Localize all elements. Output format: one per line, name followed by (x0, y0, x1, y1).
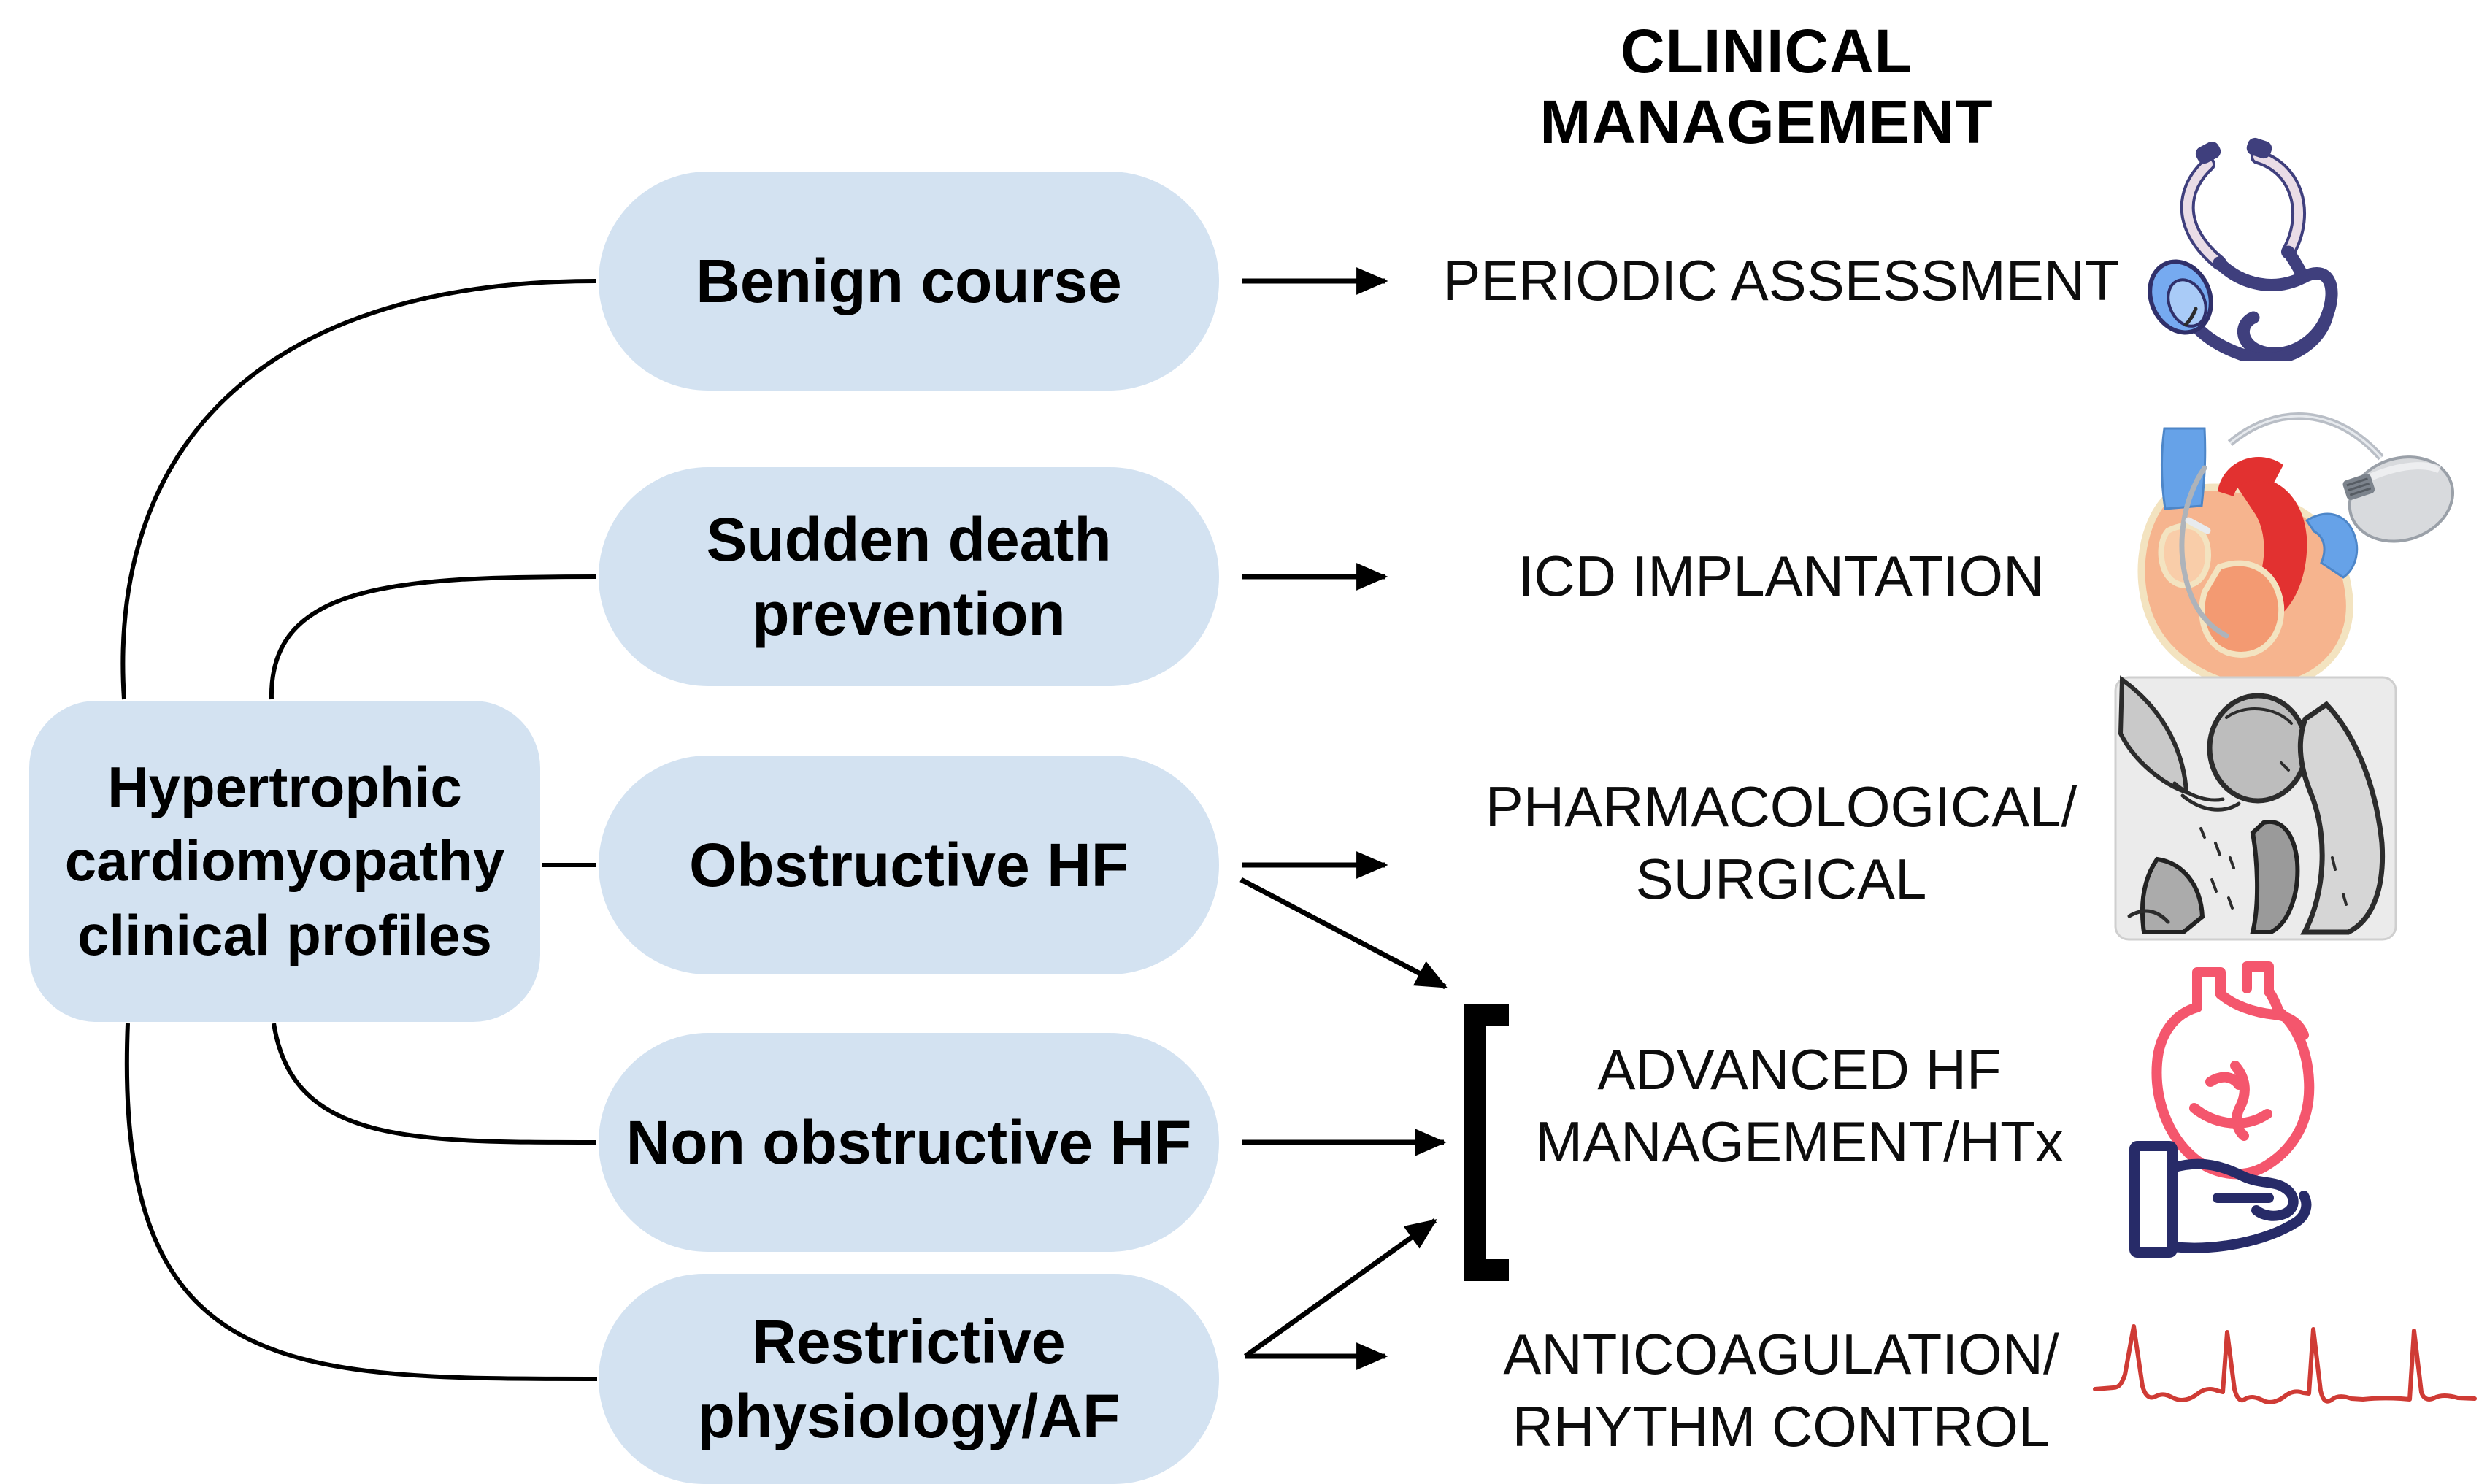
bracket-cap-bottom (1464, 1259, 1509, 1281)
curve-root-to-benign (120, 279, 596, 700)
clinical-management-title: CLINICAL MANAGEMENT (1540, 17, 1994, 156)
profile-label: Obstructive HF (688, 830, 1129, 899)
management-label: RHYTHM CONTROL (1512, 1394, 2051, 1459)
management-icd-implantation: ICD IMPLANTATION (1416, 540, 2146, 612)
management-periodic-assessment: PERIODIC ASSESSMENT (1416, 245, 2146, 317)
curve-root-to-restrictive (124, 1023, 598, 1381)
profile-label: Benign course (696, 246, 1122, 315)
profile-node-non-obstructive-hf: Non obstructive HF (599, 1033, 1219, 1252)
profile-label: physiology/AF (697, 1382, 1121, 1450)
profile-label: Sudden death (706, 504, 1112, 574)
root-node-line: clinical profiles (77, 902, 492, 967)
management-label: SURGICAL (1635, 847, 1927, 912)
curve-root-to-sudden-death (269, 574, 596, 700)
arrow-restrictive-to-advanced (1243, 1218, 1437, 1358)
profile-node-benign-course: Benign course (599, 172, 1219, 391)
profile-label: Non obstructive HF (626, 1107, 1192, 1177)
profile-label: Restrictive (752, 1307, 1066, 1376)
advanced-hf-bracket (1464, 1004, 1509, 1281)
management-anticoagulation-rhythm-control: ANTICOAGULATION/ RHYTHM CONTROL (1416, 1318, 2146, 1463)
management-advanced-hf-htx: ADVANCED HF MANAGEMENT/HTx (1522, 1034, 2077, 1178)
echo-sketch-icon (2114, 675, 2397, 941)
bracket-cap-top (1464, 1004, 1509, 1026)
management-label: PERIODIC ASSESSMENT (1442, 248, 2120, 312)
stethoscope-icon (2148, 137, 2338, 361)
profile-node-sudden-death-prevention: Sudden death prevention (599, 467, 1219, 686)
root-node-hcm-clinical-profiles: Hypertrophic cardiomyopathy clinical pro… (29, 701, 540, 1022)
icd-device (2342, 455, 2455, 543)
root-node-line: Hypertrophic (107, 754, 462, 819)
arrow-obstructive-to-advanced (1240, 877, 1448, 990)
root-node-line: cardiomyopathy (64, 828, 505, 893)
heart-icd-icon (2137, 412, 2455, 691)
profile-node-obstructive-hf: Obstructive HF (599, 756, 1219, 974)
management-label: ICD IMPLANTATION (1518, 544, 2045, 608)
management-label: MANAGEMENT/HTx (1535, 1110, 2064, 1174)
profile-node-restrictive-physiology-af: Restrictive physiology/AF (599, 1274, 1219, 1484)
ecg-trace-icon (2093, 1324, 2477, 1404)
management-label: ADVANCED HF (1597, 1037, 2002, 1102)
profile-label: prevention (752, 580, 1066, 648)
curve-root-to-non-obstructive (272, 1023, 596, 1145)
heart-in-hand-icon (2129, 961, 2315, 1258)
bracket-bar (1464, 1004, 1486, 1281)
management-label: PHARMACOLOGICAL/ (1485, 774, 2078, 839)
management-label: ANTICOAGULATION/ (1503, 1322, 2059, 1386)
management-pharmacological-surgical: PHARMACOLOGICAL/ SURGICAL (1416, 771, 2146, 915)
